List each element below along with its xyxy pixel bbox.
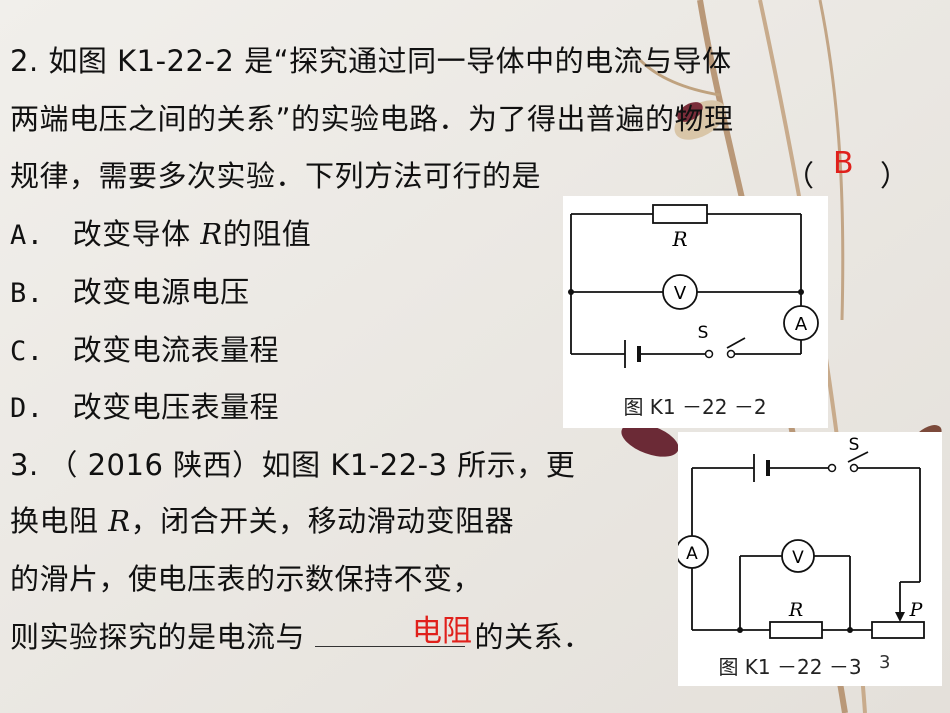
q2-answer: B [833,146,854,181]
q3-line-4-text: 则实验探究的是电流与 [10,620,306,654]
q2-line-2: 两端电压之间的关系”的实验电路．为了得出普遍的物理 [10,102,734,136]
ammeter-label: A [686,544,698,564]
switch-label: S [849,435,860,455]
q3-line-1: 3. （ 2016 陕西）如图 K1-22-3 所示，更 [10,448,576,482]
option-label: B. [10,278,44,309]
option-text: 改变导体 [72,217,201,251]
figure-k1-22-2: R V A S 图 K1 －22 －2 [563,196,828,428]
rheostat [871,621,925,639]
q2-line-1: 2. 如图 K1-22-2 是“探究通过同一导体中的电流与导体 [10,44,732,78]
option-label: C. [10,336,44,367]
figure-caption: 图 K1 －22 －3 [718,655,861,679]
voltmeter-icon [781,539,815,573]
q3-answer: 电阻 [412,614,472,649]
q3-line-4-text-after: 的关系． [474,620,593,654]
voltmeter-label: V [792,548,804,568]
q2-option-d: D. 改变电压表量程 [10,384,279,426]
rheostat-label: P [909,599,924,621]
q2-line-3: 规律，需要多次实验．下列方法可行的是 [10,153,541,195]
option-label: A. [10,220,44,251]
resistor-r [769,621,823,639]
voltmeter-label: V [674,283,687,304]
option-text: 改变电源电压 [72,275,250,309]
resistor-label: R [788,599,803,621]
q2-option-a: A. 改变导体 R的阻值 [10,211,311,253]
q2-line-3-text: 规律，需要多次实验．下列方法可行的是 [10,159,542,193]
q3-line-4: 则实验探究的是电流与 的关系． [10,614,592,656]
q3-line-2-var: R [108,504,131,538]
option-text-after: 的阻值 [222,217,312,251]
q3-line-2: 换电阻 R，闭合开关，移动滑动变阻器 [10,498,514,540]
option-label: D. [10,393,44,424]
resistor-label: R [671,227,687,251]
option-text: 改变电压表量程 [72,390,280,424]
option-text: 改变电流表量程 [72,333,280,367]
q2-paren-open: （ [785,159,815,193]
q3-line-3: 的滑片，使电压表的示数保持不变， [10,562,483,596]
q3-line-2-text-after: ，闭合开关，移动滑动变阻器 [130,504,515,538]
ammeter-icon [678,535,709,569]
figure-k1-22-3: S A V R P 图 K1 －22 －3 [678,432,942,686]
page-number: 3 [879,652,891,673]
resistor-r [652,204,708,224]
q2-paren-close: ） [880,159,910,193]
q2-option-b: B. 改变电源电压 [10,269,250,311]
voltmeter-icon [662,274,698,310]
switch-label: S [698,323,709,343]
q2-option-c: C. 改变电流表量程 [10,327,279,369]
ammeter-label: A [795,314,808,335]
figure-caption: 图 K1 －22 －2 [623,395,766,419]
q3-line-2-text: 换电阻 [10,504,109,538]
option-var: R [200,217,223,251]
q3-answer-blank [314,624,465,647]
ammeter-icon [783,305,819,341]
